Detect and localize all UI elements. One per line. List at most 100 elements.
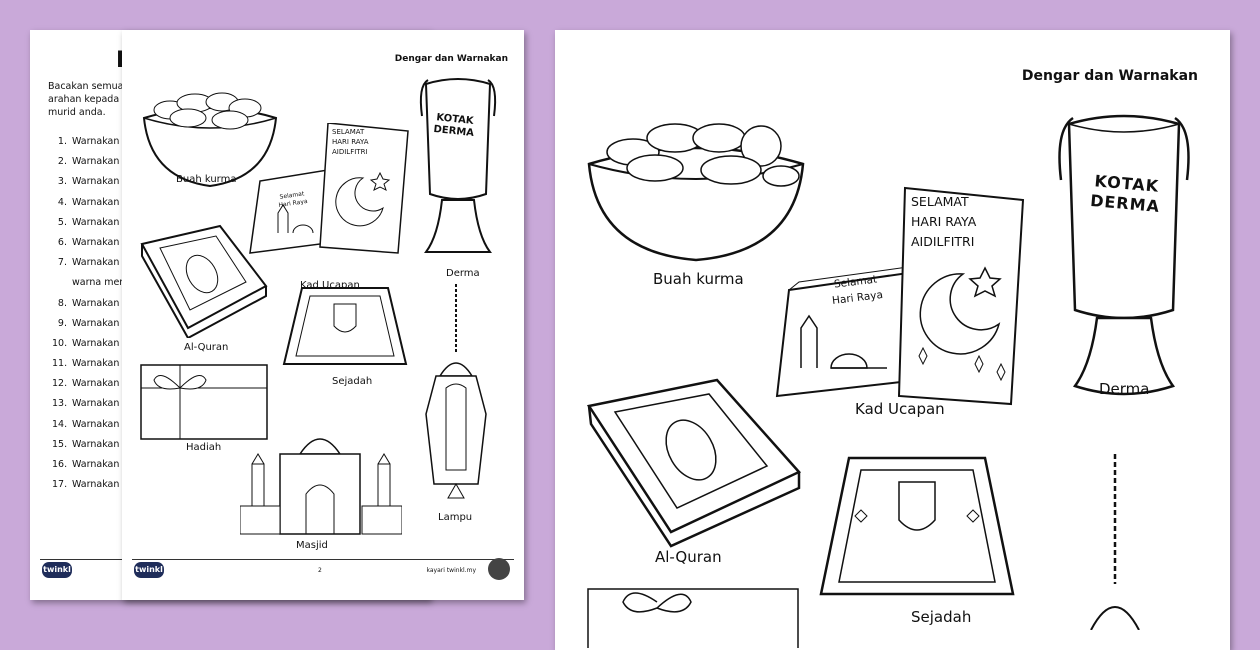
twinkl-logo: twinkl	[42, 562, 72, 578]
instruction-text-item: Warnakan	[72, 358, 120, 370]
card-line-1: SELAMAT	[911, 194, 969, 209]
instruction-number: 4.	[57, 196, 67, 208]
label-hadiah: Hadiah	[186, 442, 222, 453]
instruction-text-item: Warnakan	[72, 136, 120, 147]
instruction-number: 1.	[57, 136, 67, 147]
instruction-item: 13. Warnakan	[52, 398, 123, 418]
instruction-item: 3. Warnakan	[52, 176, 123, 196]
coloring-sheet-small: Dengar dan Warnakan Buah kurma SELAMAT H…	[122, 30, 524, 600]
instruction-number: 12.	[52, 378, 68, 390]
greeting-card-icon	[775, 186, 1037, 406]
donation-box-text: KOTAK DERMA	[1089, 171, 1162, 217]
instruction-item: 5. Warnakan	[52, 217, 123, 237]
gift-box-icon	[140, 364, 268, 440]
footer-badge-icon	[488, 558, 510, 580]
coloring-sheet-large: Dengar dan Warnakan Buah kurma	[555, 30, 1230, 650]
instruction-text-item: Warnakan	[72, 196, 120, 208]
label-derma: Derma	[1099, 380, 1150, 398]
card-line-3: AIDILFITRI	[332, 148, 368, 156]
instruction-number: 6.	[57, 236, 67, 248]
quran-icon	[140, 224, 270, 338]
instruction-text-item: warna mer	[72, 277, 124, 289]
instruction-text-item: Warnakan	[72, 459, 120, 470]
donation-box-icon	[1051, 110, 1197, 400]
instruction-item: warna mer	[52, 277, 123, 297]
instruction-number: 5.	[57, 216, 67, 228]
dates-bowl-icon	[585, 102, 807, 264]
instruction-item: 17. Warnakan	[52, 479, 123, 499]
instruction-list: 1. Warnakan 2. Warnakan 3. Warnakan 4. Warnakan…	[52, 136, 123, 499]
instruction-item: 10. Warnakan	[52, 338, 123, 358]
greeting-card-icon	[248, 123, 418, 261]
page-number: 2	[318, 567, 322, 574]
label-buah-kurma: Buah kurma	[176, 174, 237, 185]
card-line-2: HARI RAYA	[332, 138, 369, 146]
donation-box-icon	[416, 76, 500, 258]
instruction-item: 7. Warnakan	[52, 257, 123, 277]
instruction-number: 9.	[57, 317, 67, 329]
card-line-2: HARI RAYA	[911, 214, 977, 229]
instruction-item: 1. Warnakan	[52, 136, 123, 156]
gift-box-icon	[587, 588, 799, 648]
label-derma: Derma	[446, 268, 480, 279]
instruction-item: 11. Warnakan	[52, 358, 123, 378]
label-buah-kurma: Buah kurma	[653, 270, 744, 288]
instruction-text-item: Warnakan	[72, 257, 120, 269]
instruction-text-item: Warnakan	[72, 156, 120, 168]
lantern-icon	[418, 284, 494, 514]
label-lampu: Lampu	[438, 512, 473, 523]
twinkl-logo: twinkl	[134, 562, 164, 578]
card-text-large: SELAMAT HARI RAYA AIDILFITRI	[332, 127, 369, 157]
sheet-header: Dengar dan Warnakan	[1021, 68, 1198, 84]
label-masjid: Masjid	[296, 540, 328, 551]
card-text-large: SELAMAT HARI RAYA AIDILFITRI	[911, 192, 976, 252]
instruction-text-item: Warnakan	[72, 176, 120, 188]
instruction-item: 16. Warnakan	[52, 459, 123, 479]
instruction-text-item: Warnakan	[72, 418, 120, 430]
instruction-text-item: Warnakan	[72, 236, 120, 248]
instruction-text-item: Warnakan	[72, 297, 120, 309]
instruction-text: Bacakan semua arahan kepada murid anda.	[48, 81, 124, 118]
instruction-item: 14.Warnakan	[52, 419, 123, 439]
dates-bowl-icon	[140, 78, 280, 190]
instruction-number: 11.	[52, 358, 68, 370]
label-kad-ucapan: Kad Ucapan	[855, 400, 945, 418]
instruction-text-item: Warnakan	[72, 479, 120, 491]
instruction-number: 16.	[52, 459, 68, 470]
instruction-number: 7.	[57, 257, 67, 269]
label-sejadah: Sejadah	[332, 376, 373, 387]
instruction-text-item: Warnakan	[72, 438, 120, 450]
label-sejadah: Sejadah	[911, 608, 972, 626]
instruction-number: 10.	[52, 337, 68, 349]
instruction-text-item: Warnakan	[72, 337, 120, 349]
instruction-text-item: Warnakan	[72, 378, 120, 390]
instruction-item: 6. Warnakan	[52, 237, 123, 257]
instruction-item: 8. Warnakan	[52, 298, 123, 318]
instruction-number: 13.	[52, 398, 68, 410]
instruction-number: 17.	[52, 479, 68, 491]
prayer-mat-icon	[819, 456, 1015, 602]
instruction-number: 15.	[52, 438, 68, 450]
prayer-mat-icon	[282, 286, 408, 372]
instruction-number: 3.	[57, 176, 67, 188]
label-al-quran: Al-Quran	[655, 548, 722, 566]
card-line-3: AIDILFITRI	[911, 234, 975, 249]
instruction-text-item: Warnakan	[72, 317, 120, 329]
instruction-item: 12. Warnakan	[52, 378, 123, 398]
mosque-icon	[240, 414, 402, 536]
donation-box-text: KOTAK DERMA	[433, 112, 476, 140]
lantern-icon	[1075, 454, 1155, 630]
sheet-header: Dengar dan Warnakan	[394, 54, 508, 64]
instruction-number: 2.	[57, 156, 67, 168]
card-line-1: SELAMAT	[332, 128, 365, 136]
label-al-quran: Al-Quran	[184, 342, 229, 353]
footer-divider	[132, 559, 514, 560]
instruction-number: 8.	[57, 297, 67, 309]
instruction-text-item: Warnakan	[72, 398, 120, 410]
card-text-small: Selamat Hari Raya	[829, 271, 884, 309]
quran-icon	[585, 376, 807, 548]
instruction-item: 2. Warnakan	[52, 156, 123, 176]
instruction-text-item: Warnakan	[72, 216, 120, 228]
footer-site: kayari twinkl.my	[426, 567, 477, 574]
label-kad-ucapan: Kad Ucapan	[300, 280, 360, 291]
